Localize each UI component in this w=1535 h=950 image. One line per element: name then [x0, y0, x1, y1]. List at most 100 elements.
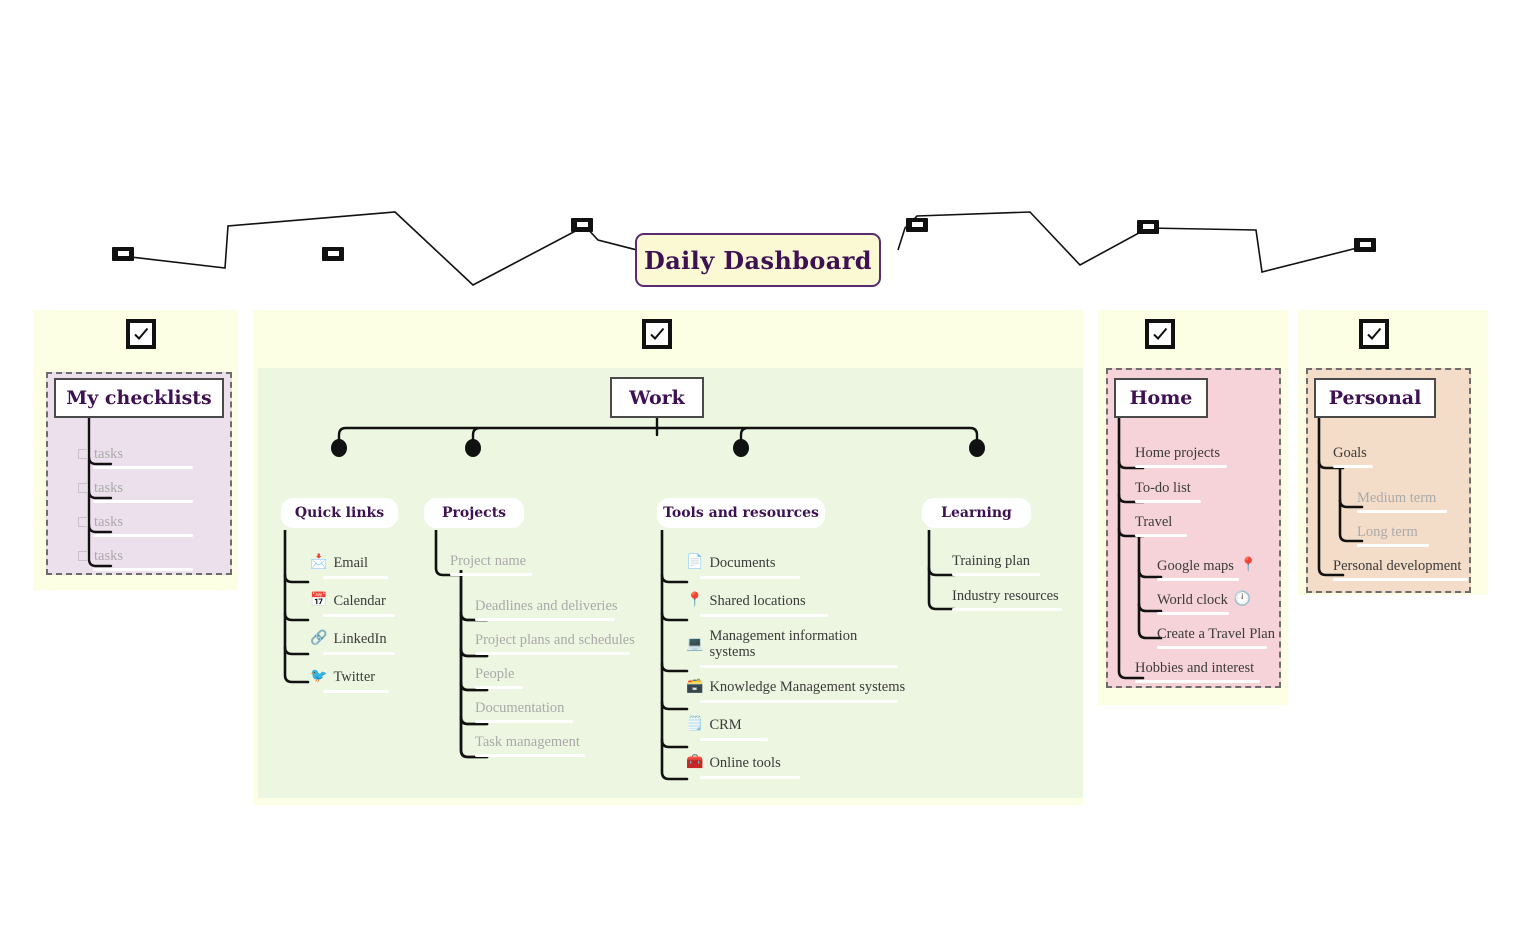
item-underline: [700, 700, 898, 703]
panel-work: [258, 368, 1083, 798]
list-item[interactable]: Project plans and schedules: [475, 632, 635, 648]
list-item[interactable]: Goals: [1333, 445, 1367, 461]
list-item[interactable]: 🗃️ Knowledge Management systems: [686, 679, 906, 695]
item-underline: [475, 754, 585, 757]
item-underline: [1157, 578, 1239, 581]
item-underline: [323, 614, 395, 617]
list-item[interactable]: Deadlines and deliveries: [475, 598, 618, 614]
world-clock-icon: 🕛: [1233, 592, 1252, 608]
calendar-icon: 📅: [310, 593, 328, 609]
item-underline: [1333, 578, 1468, 581]
item-underline: [952, 573, 1040, 576]
checkmark-icon: [642, 319, 672, 349]
item-underline: [700, 738, 768, 741]
list-item[interactable]: tasks: [78, 446, 123, 463]
item-underline: [1135, 465, 1227, 468]
card-file-box-icon: 🗃️: [686, 679, 704, 695]
header-label: Learning: [941, 505, 1012, 521]
item-underline: [700, 576, 800, 579]
item-underline: [1357, 544, 1429, 547]
header-label: My checklists: [66, 387, 212, 409]
item-underline: [1333, 465, 1373, 468]
zigzag-marker: [1354, 238, 1376, 252]
item-underline: [952, 608, 1062, 611]
list-item[interactable]: tasks: [78, 480, 123, 497]
item-underline: [323, 652, 395, 655]
list-item[interactable]: 🧰 Online tools: [686, 755, 781, 771]
item-underline: [93, 534, 193, 537]
list-item[interactable]: Personal development: [1333, 558, 1462, 574]
map-pin-icon: 📍: [686, 593, 704, 609]
list-item[interactable]: 🐦 Twitter: [310, 669, 376, 685]
item-underline: [1135, 680, 1260, 683]
header-label: Personal: [1328, 387, 1422, 409]
list-item[interactable]: 📩 Email: [310, 555, 369, 571]
link-chain-icon: 🔗: [310, 631, 328, 647]
list-item[interactable]: Home projects: [1135, 445, 1220, 461]
list-item[interactable]: Google maps 📍: [1157, 558, 1258, 574]
list-item[interactable]: 🔗 LinkedIn: [310, 631, 387, 647]
header-projects[interactable]: Projects: [424, 498, 524, 528]
list-item[interactable]: tasks: [78, 548, 123, 565]
list-item[interactable]: To-do list: [1135, 480, 1191, 496]
header-personal[interactable]: Personal: [1314, 378, 1436, 418]
list-item[interactable]: Medium term: [1357, 490, 1437, 506]
header-label: Home: [1129, 387, 1193, 409]
document-page-icon: 📄: [686, 555, 704, 571]
item-underline: [93, 466, 193, 469]
list-item[interactable]: tasks: [78, 514, 123, 531]
list-item[interactable]: Long term: [1357, 524, 1418, 540]
item-underline: [323, 690, 389, 693]
header-tools-and-resources[interactable]: Tools and resources: [657, 498, 825, 528]
header-quick-links[interactable]: Quick links: [281, 498, 398, 528]
checkbox-icon[interactable]: [78, 551, 88, 562]
item-underline: [450, 573, 532, 576]
list-item[interactable]: 💻 Management information systems: [686, 628, 858, 660]
twitter-bird-icon: 🐦: [310, 669, 328, 685]
list-item[interactable]: Create a Travel Plan: [1157, 626, 1275, 642]
list-item[interactable]: Training plan: [952, 553, 1031, 569]
list-item[interactable]: Task management: [475, 734, 580, 750]
checkbox-icon[interactable]: [78, 449, 88, 460]
header-learning[interactable]: Learning: [922, 498, 1031, 528]
zigzag-marker: [906, 218, 928, 232]
item-underline: [475, 720, 573, 723]
list-item[interactable]: 📍 Shared locations: [686, 593, 806, 609]
header-work[interactable]: Work: [610, 377, 704, 418]
list-item[interactable]: Documentation: [475, 700, 565, 716]
item-underline: [1135, 534, 1187, 537]
item-underline: [93, 568, 193, 571]
checkbox-icon[interactable]: [78, 483, 88, 494]
item-underline: [475, 686, 523, 689]
header-label: Work: [629, 386, 685, 409]
list-item[interactable]: People: [475, 666, 515, 682]
item-underline: [700, 665, 898, 668]
zigzag-marker: [1137, 220, 1159, 234]
list-item[interactable]: 📄 Documents: [686, 555, 776, 571]
header-label: Tools and resources: [663, 505, 819, 521]
list-item[interactable]: 📅 Calendar: [310, 593, 386, 609]
item-underline: [1157, 646, 1267, 649]
header-home[interactable]: Home: [1114, 378, 1208, 418]
item-underline: [93, 500, 193, 503]
header-my-checklists[interactable]: My checklists: [54, 378, 224, 418]
dashboard-title-node[interactable]: Daily Dashboard: [635, 233, 881, 287]
zigzag-marker: [112, 247, 134, 261]
item-underline: [323, 576, 388, 579]
email-envelope-icon: 📩: [310, 555, 328, 571]
item-underline: [1135, 500, 1201, 503]
laptop-icon: 💻: [686, 636, 704, 652]
item-underline: [475, 652, 630, 655]
checkmark-icon: [126, 319, 156, 349]
checkbox-icon[interactable]: [78, 517, 88, 528]
item-underline: [1357, 510, 1447, 513]
toolbox-icon: 🧰: [686, 755, 704, 771]
list-item[interactable]: Hobbies and interest: [1135, 660, 1255, 676]
list-item[interactable]: Project name: [450, 553, 527, 569]
list-item[interactable]: 🗒️ CRM: [686, 717, 742, 733]
checkmark-icon: [1359, 319, 1389, 349]
list-item[interactable]: Industry resources: [952, 588, 1059, 604]
list-item[interactable]: Travel: [1135, 514, 1173, 530]
list-item[interactable]: World clock 🕛: [1157, 592, 1252, 608]
